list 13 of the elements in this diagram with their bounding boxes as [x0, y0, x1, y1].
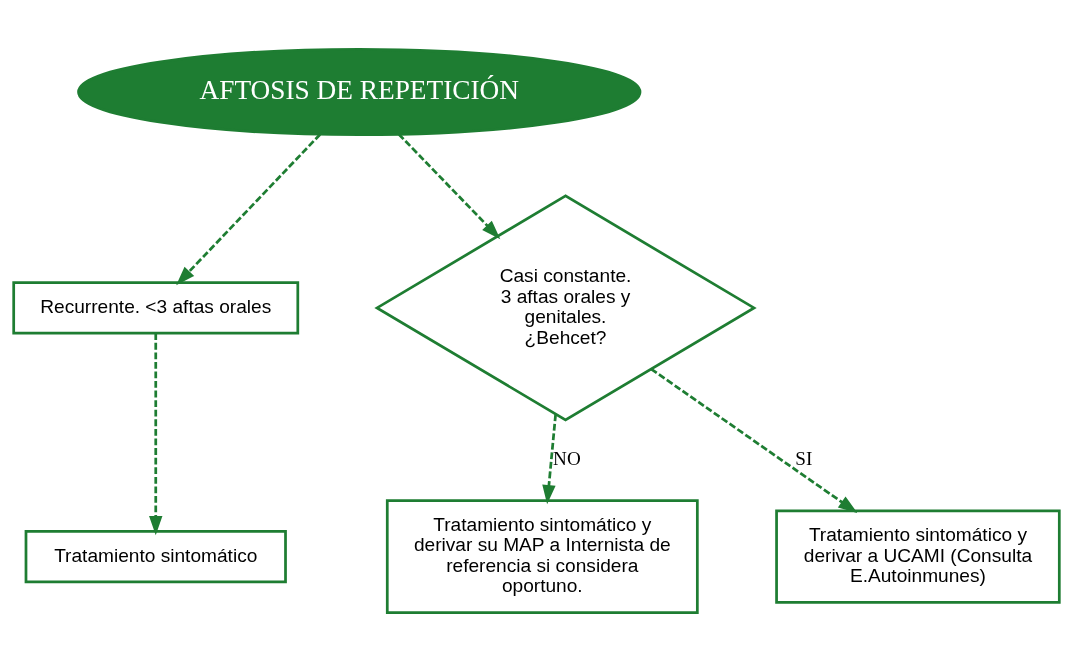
- edge-label: SI: [795, 447, 813, 469]
- arrow: [149, 332, 163, 535]
- arrow: [542, 413, 557, 504]
- arrow: [398, 133, 501, 239]
- node-box: Tratamiento sintomático y derivar su MAP a Internista de referencia si considera oportuno.: [385, 498, 699, 614]
- node-box: Tratamiento sintomático: [24, 529, 287, 583]
- node-ellipse: AFTOSIS DE REPETICIÓN: [77, 47, 642, 136]
- edge-label: NO: [553, 447, 581, 469]
- node-box: Tratamiento sintomático y derivar a UCAMI (Consulta E.Autoinmunes): [775, 508, 1061, 604]
- node-diamond: Casi constante. 3 aftas orales y genitales. ¿Behcet?: [374, 193, 757, 422]
- node-box: Recurrente. <3 aftas orales: [12, 280, 300, 335]
- arrow: [176, 133, 321, 285]
- arrow: [650, 367, 858, 513]
